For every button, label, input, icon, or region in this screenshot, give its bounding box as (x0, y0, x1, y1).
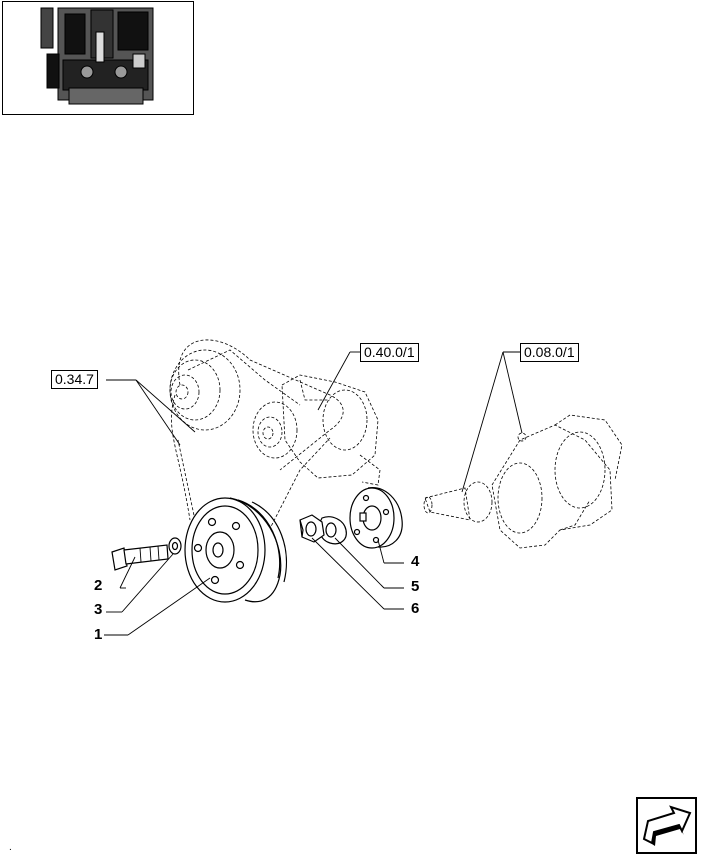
reference-0-08-0-1[interactable]: 0.08.0/1 (520, 343, 579, 362)
fan-pulley (169, 349, 241, 431)
reference-0-34-7[interactable]: 0.34.7 (51, 370, 98, 389)
reference-leaders (106, 351, 523, 493)
washer (168, 537, 182, 555)
alternator (252, 374, 381, 486)
engine-thumbnail (2, 1, 194, 115)
footer-mark: . (9, 842, 12, 853)
next-page-button[interactable] (636, 797, 697, 854)
callout-6: 6 (411, 600, 420, 617)
reference-0-40-0-1[interactable]: 0.40.0/1 (360, 343, 419, 362)
callout-5: 5 (411, 578, 420, 595)
pulley-bolt (111, 544, 169, 571)
crankshaft-pulley (184, 497, 288, 603)
pulley-hub (349, 487, 403, 549)
callout-4: 4 (411, 553, 420, 570)
callout-3: 3 (94, 601, 103, 618)
crankshaft (423, 414, 623, 549)
nut (299, 514, 325, 543)
callout-1: 1 (94, 626, 103, 643)
arrow-icon (642, 805, 692, 846)
callout-2: 2 (94, 577, 103, 594)
callout-leaders (104, 537, 404, 636)
engine-icon (40, 7, 154, 105)
